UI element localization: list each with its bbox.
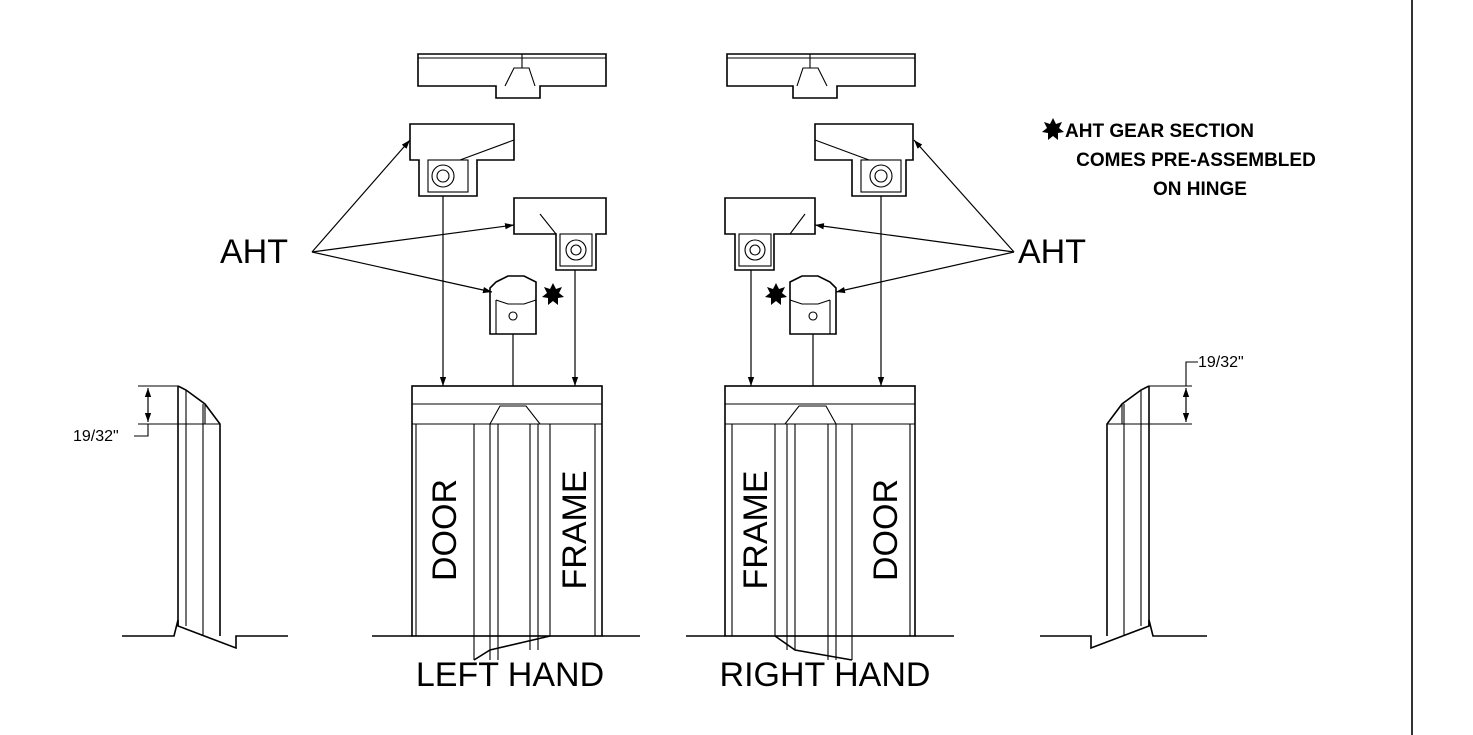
- right-hinge-body: [724, 385, 916, 661]
- left-side-detail: 19/32": [73, 385, 288, 650]
- gear-marker-star-icon: [542, 283, 564, 305]
- aht-label-left: AHT: [220, 233, 288, 271]
- right-dimension: 19/32": [1198, 354, 1244, 371]
- aht-label-right: AHT: [1018, 233, 1086, 271]
- note-line-2: COMES PRE-ASSEMBLED: [1076, 150, 1316, 171]
- right-middle-bracket: [724, 197, 816, 271]
- right-gear-section: [789, 275, 837, 335]
- aht-callout-right: AHT: [814, 139, 1086, 294]
- left-frame-label: FRAME: [556, 471, 594, 590]
- note-star-icon: [1042, 118, 1064, 140]
- note-line-1: AHT GEAR SECTION: [1065, 121, 1254, 142]
- left-door-label: DOOR: [426, 479, 464, 581]
- left-top-cap: [417, 53, 607, 99]
- left-dimension: 19/32": [73, 428, 119, 445]
- right-door-label: DOOR: [867, 479, 905, 581]
- right-frame-label: FRAME: [737, 471, 775, 590]
- aht-callout-left: AHT: [220, 139, 515, 294]
- left-gear-section: [489, 275, 537, 335]
- right-top-cap: [726, 53, 916, 99]
- right-hand-assembly: FRAME DOOR RIGHT HAND: [686, 53, 954, 694]
- left-middle-bracket: [513, 197, 607, 271]
- right-hand-label: RIGHT HAND: [720, 656, 931, 694]
- gear-marker-star-icon-right: [765, 283, 787, 305]
- left-hand-label: LEFT HAND: [416, 656, 604, 694]
- note-line-3: ON HINGE: [1153, 179, 1247, 200]
- right-side-detail: 19/32": [1040, 354, 1244, 650]
- gear-note: AHT GEAR SECTION COMES PRE-ASSEMBLED ON …: [1042, 118, 1316, 200]
- left-hand-assembly: DOOR FRAME LEFT HAND: [372, 53, 640, 694]
- left-upper-bracket: [409, 123, 515, 197]
- right-upper-bracket: [814, 123, 914, 197]
- left-hinge-body: [411, 385, 603, 661]
